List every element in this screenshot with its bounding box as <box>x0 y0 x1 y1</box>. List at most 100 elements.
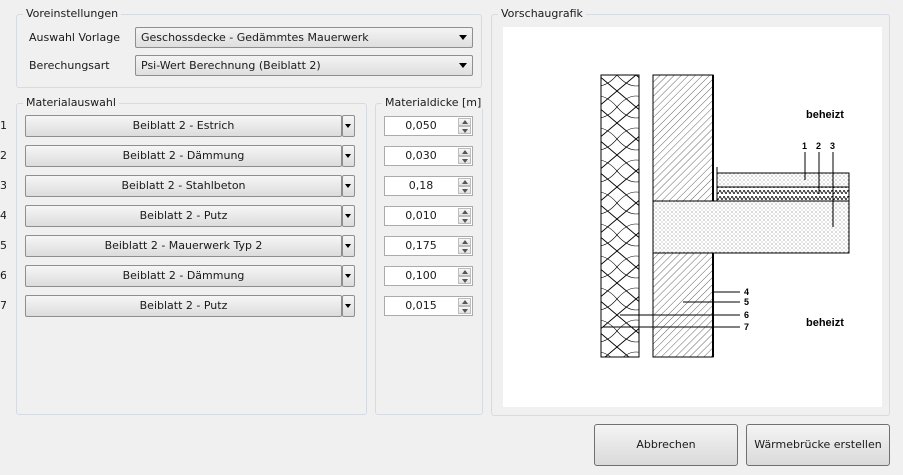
arrow-up-icon <box>462 240 468 244</box>
thickness-group: Materialdicke [m] <box>375 96 485 415</box>
arrow-down-icon <box>462 249 468 253</box>
masonry-lower <box>652 252 714 358</box>
chevron-down-icon <box>345 214 351 218</box>
arrow-up-icon <box>462 150 468 154</box>
arrow-up-icon <box>462 210 468 214</box>
chevron-down-icon <box>345 274 351 278</box>
preview-group-title: Vorschaugrafik <box>498 7 586 20</box>
calc-label: Berechungsart <box>29 59 110 72</box>
spin-down-button[interactable] <box>458 276 471 284</box>
material-select-button[interactable]: Beiblatt 2 - Mauerwerk Typ 2 <box>25 235 342 257</box>
thermal-bridge-drawing: beheizt beheizt 1 2 3 4 5 6 7 <box>600 74 850 358</box>
spin-up-button[interactable] <box>458 118 471 126</box>
thickness-spinbox[interactable]: 0,030 <box>384 146 473 166</box>
material-row-index: 4 <box>0 209 6 222</box>
material-dropdown-button[interactable] <box>342 265 355 287</box>
material-select-button[interactable]: Beiblatt 2 - Stahlbeton <box>25 175 342 197</box>
arrow-up-icon <box>462 270 468 274</box>
thickness-value[interactable]: 0,100 <box>405 269 437 282</box>
spin-up-button[interactable] <box>458 148 471 156</box>
callout-6: 6 <box>744 310 749 320</box>
thickness-spinbox[interactable]: 0,015 <box>384 296 473 316</box>
material-row-index: 6 <box>0 269 6 282</box>
concrete-slab <box>652 200 850 254</box>
screed-layer <box>716 172 850 188</box>
thickness-value[interactable]: 0,015 <box>405 299 437 312</box>
material-dropdown-button[interactable] <box>342 205 355 227</box>
label-heated-bottom: beheizt <box>806 317 844 329</box>
template-select-value: Geschossdecke - Gedämmtes Mauerwerk <box>141 31 369 44</box>
callout-7: 7 <box>744 322 749 332</box>
spin-down-button[interactable] <box>458 216 471 224</box>
thickness-value[interactable]: 0,030 <box>405 149 437 162</box>
material-dropdown-button[interactable] <box>342 175 355 197</box>
material-group-title: Materialauswahl <box>23 96 119 109</box>
spin-down-button[interactable] <box>458 306 471 314</box>
thickness-value[interactable]: 0,010 <box>405 209 437 222</box>
material-group: Materialauswahl <box>16 96 367 415</box>
create-thermal-bridge-button[interactable]: Wärmebrücke erstellen <box>746 424 890 466</box>
floor-insulation <box>716 186 850 202</box>
thickness-value[interactable]: 0,175 <box>405 239 437 252</box>
chevron-down-icon <box>459 35 467 40</box>
spin-down-button[interactable] <box>458 246 471 254</box>
thickness-spinbox[interactable]: 0,175 <box>384 236 473 256</box>
chevron-down-icon <box>345 124 351 128</box>
thickness-value[interactable]: 0,050 <box>405 119 437 132</box>
arrow-down-icon <box>462 129 468 133</box>
material-row-index: 1 <box>0 119 6 132</box>
spin-up-button[interactable] <box>458 208 471 216</box>
arrow-down-icon <box>462 189 468 193</box>
arrow-up-icon <box>462 180 468 184</box>
spin-up-button[interactable] <box>458 178 471 186</box>
label-heated-top: beheizt <box>806 109 844 121</box>
spin-up-button[interactable] <box>458 298 471 306</box>
thickness-group-title: Materialdicke [m] <box>382 96 485 109</box>
preset-group: Voreinstellungen <box>16 7 482 88</box>
chevron-down-icon <box>459 63 467 68</box>
wall-insulation <box>600 74 640 358</box>
preview-group: Vorschaugrafik <box>491 7 890 416</box>
arrow-down-icon <box>462 219 468 223</box>
callout-1: 1 <box>802 141 807 151</box>
arrow-down-icon <box>462 309 468 313</box>
material-dropdown-button[interactable] <box>342 145 355 167</box>
thickness-spinbox[interactable]: 0,100 <box>384 266 473 286</box>
callout-2: 2 <box>816 141 821 151</box>
material-select-button[interactable]: Beiblatt 2 - Estrich <box>25 115 342 137</box>
spin-up-button[interactable] <box>458 268 471 276</box>
chevron-down-icon <box>345 154 351 158</box>
material-select-button[interactable]: Beiblatt 2 - Putz <box>25 205 342 227</box>
chevron-down-icon <box>345 184 351 188</box>
material-dropdown-button[interactable] <box>342 115 355 137</box>
arrow-down-icon <box>462 279 468 283</box>
calc-select[interactable]: Psi-Wert Berechnung (Beiblatt 2) <box>135 55 473 76</box>
preview-canvas: beheizt beheizt 1 2 3 4 5 6 7 <box>503 27 882 407</box>
thickness-spinbox[interactable]: 0,18 <box>384 176 473 196</box>
cancel-button[interactable]: Abbrechen <box>594 424 738 466</box>
callout-5: 5 <box>744 297 749 307</box>
material-row-index: 3 <box>0 179 6 192</box>
material-select-button[interactable]: Beiblatt 2 - Dämmung <box>25 265 342 287</box>
masonry-upper <box>652 74 714 202</box>
thickness-value[interactable]: 0,18 <box>408 179 434 192</box>
thickness-spinbox[interactable]: 0,010 <box>384 206 473 226</box>
arrow-down-icon <box>462 159 468 163</box>
material-row-index: 5 <box>0 239 6 252</box>
material-dropdown-button[interactable] <box>342 295 355 317</box>
template-label: Auswahl Vorlage <box>29 31 120 44</box>
arrow-up-icon <box>462 300 468 304</box>
spin-down-button[interactable] <box>458 126 471 134</box>
material-select-button[interactable]: Beiblatt 2 - Putz <box>25 295 342 317</box>
template-select[interactable]: Geschossdecke - Gedämmtes Mauerwerk <box>135 27 473 48</box>
chevron-down-icon <box>345 244 351 248</box>
callout-3: 3 <box>830 141 835 151</box>
spin-down-button[interactable] <box>458 156 471 164</box>
spin-down-button[interactable] <box>458 186 471 194</box>
thickness-spinbox[interactable]: 0,050 <box>384 116 473 136</box>
spin-up-button[interactable] <box>458 238 471 246</box>
preset-group-title: Voreinstellungen <box>23 7 122 20</box>
material-select-button[interactable]: Beiblatt 2 - Dämmung <box>25 145 342 167</box>
material-dropdown-button[interactable] <box>342 235 355 257</box>
material-row-index: 2 <box>0 149 6 162</box>
